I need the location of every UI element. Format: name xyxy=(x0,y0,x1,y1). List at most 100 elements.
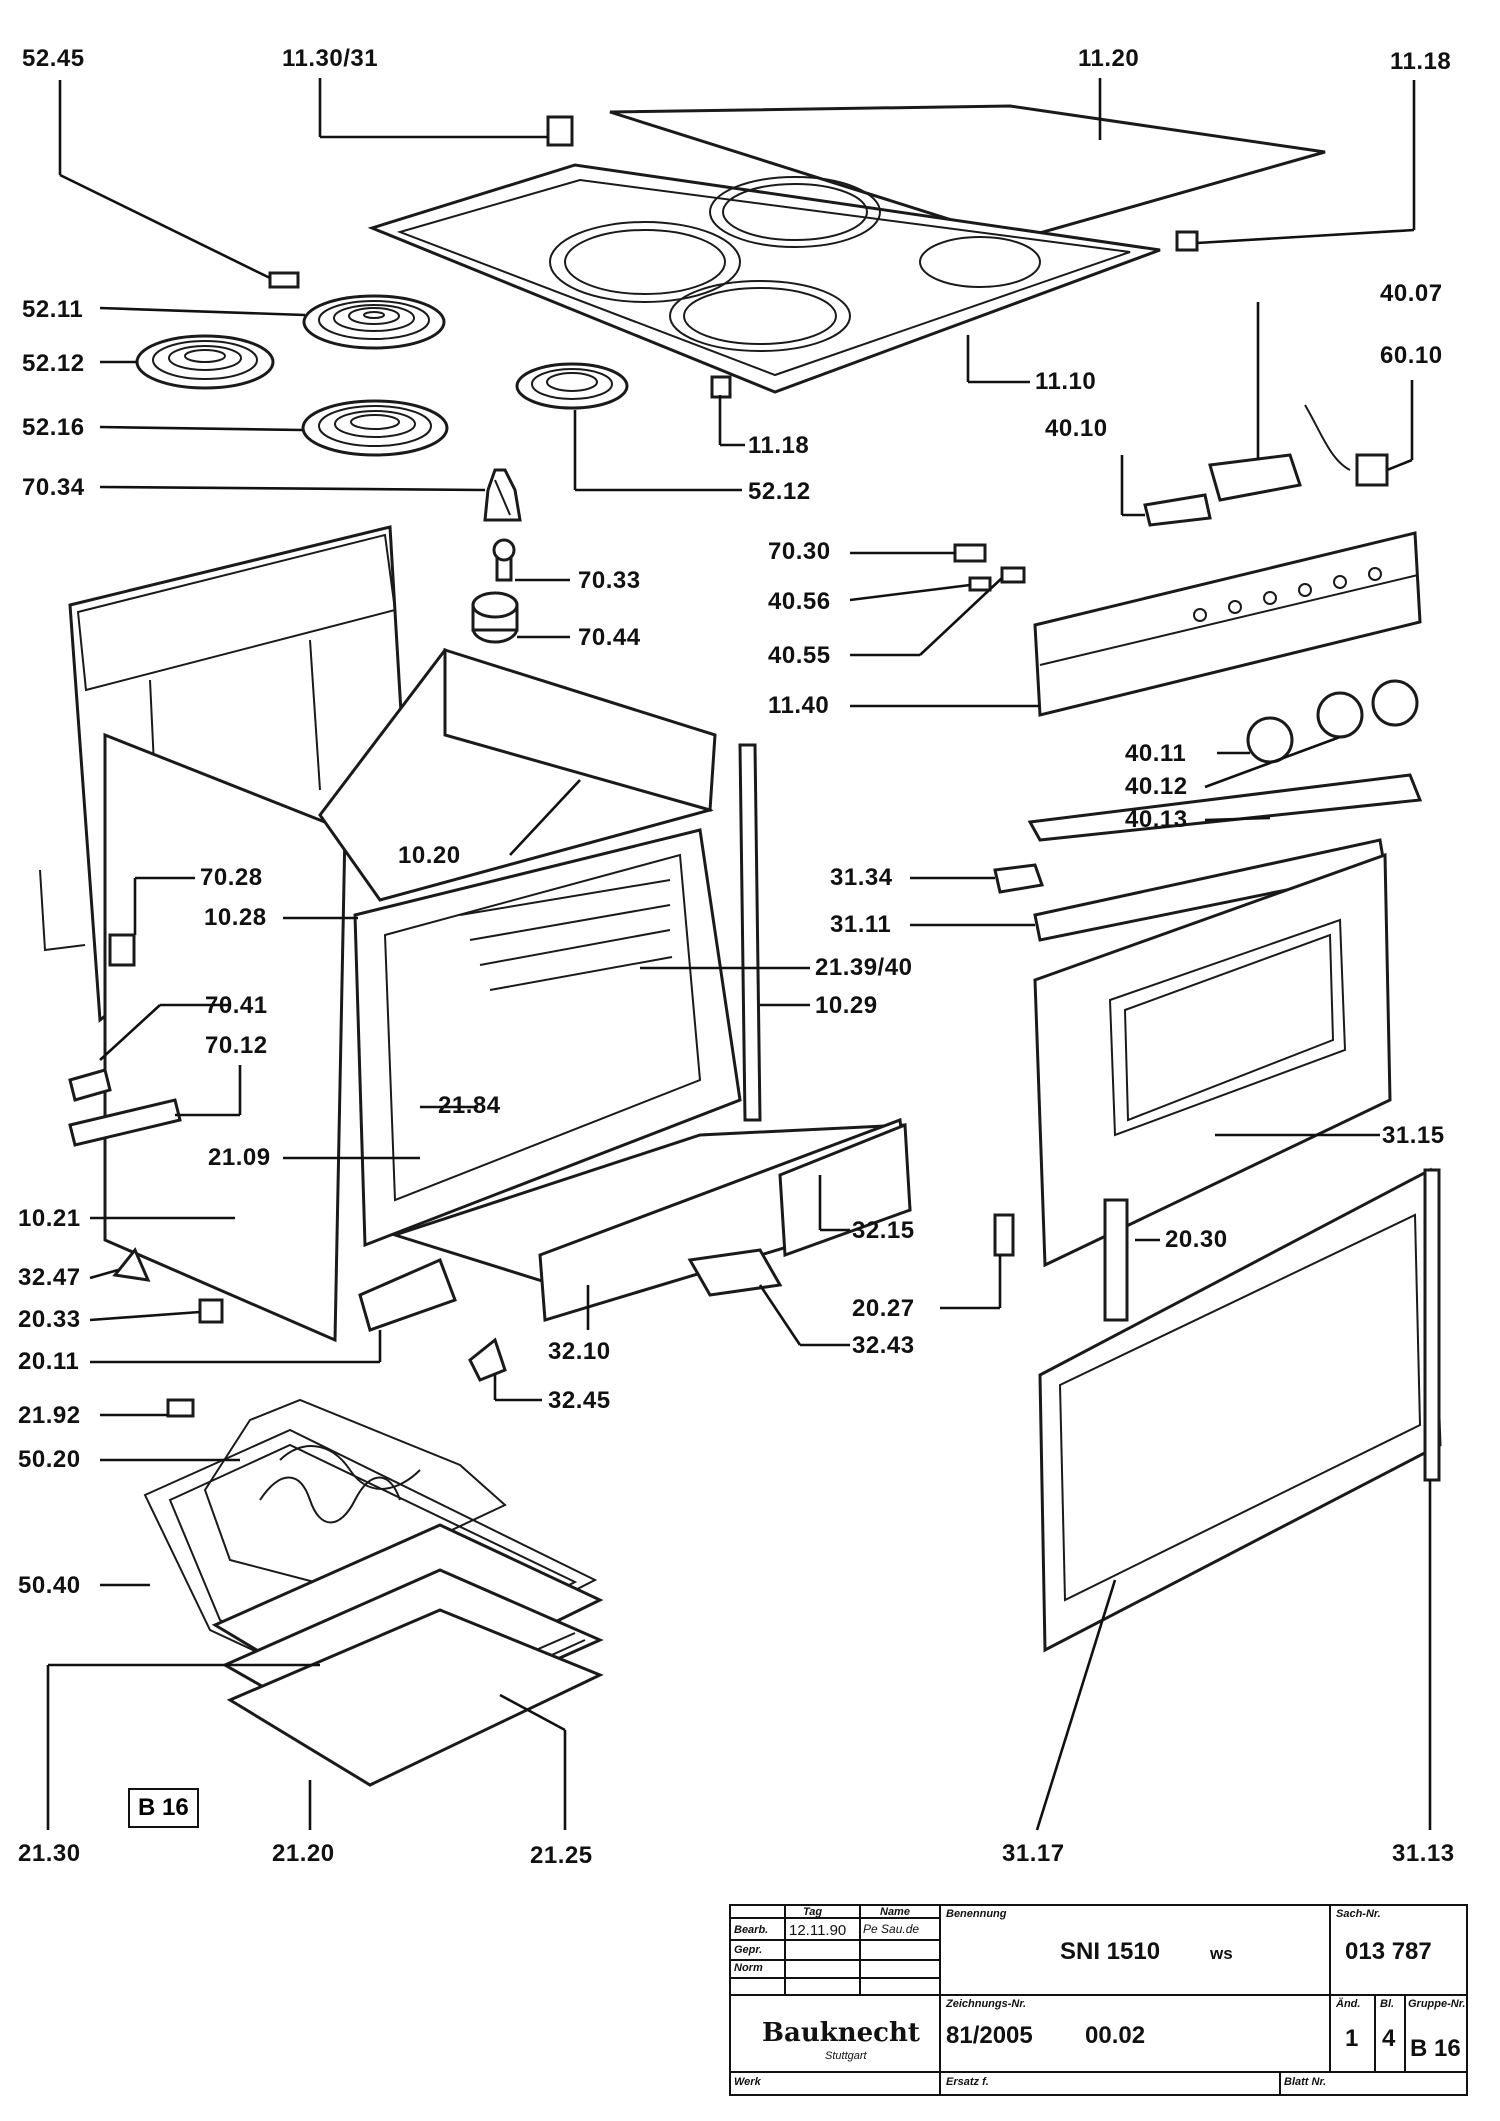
callout-10-29: 10.29 xyxy=(815,992,878,1019)
callout-21-92: 21.92 xyxy=(18,1402,81,1429)
oven-cavity-10-28 xyxy=(353,828,742,1248)
tb-sach-label: Sach-Nr. xyxy=(1336,1908,1381,1920)
tb-row-gepr: Gepr. xyxy=(734,1944,763,1956)
cooktop-frame-11-10 xyxy=(367,163,1161,394)
tb-ersatz-label: Ersatz f. xyxy=(946,2076,989,2088)
hotplate-52-11 xyxy=(302,294,446,350)
tb-model: SNI 1510 xyxy=(1060,1938,1161,1965)
part-21-92 xyxy=(166,1398,195,1418)
hotplate-52-12-left xyxy=(135,334,275,390)
part-32-47 xyxy=(112,1247,151,1282)
callout-11-18-mid: 11.18 xyxy=(748,432,810,459)
seal-31-13 xyxy=(1423,1168,1441,1482)
knob-40-12b xyxy=(1371,679,1419,727)
callout-31-11: 31.11 xyxy=(830,911,892,938)
tb-zeichnung-rev: 00.02 xyxy=(1085,2022,1146,2049)
part-20-33 xyxy=(198,1298,224,1324)
callout-10-28: 10.28 xyxy=(204,904,267,931)
oven-top-10-20 xyxy=(318,647,717,902)
callout-21-09: 21.09 xyxy=(208,1144,271,1171)
callout-21-30: 21.30 xyxy=(18,1840,81,1867)
callout-70-12: 70.12 xyxy=(205,1032,268,1059)
part-32-45 xyxy=(468,1337,507,1382)
callout-52-12-left: 52.12 xyxy=(22,350,85,377)
tb-gruppe-val: B 16 xyxy=(1410,2035,1461,2062)
tb-zeichnung-label: Zeichnungs-Nr. xyxy=(946,1998,1027,2010)
callout-11-20: 11.20 xyxy=(1078,45,1140,72)
control-panel-11-40 xyxy=(1033,531,1422,717)
door-glass-31-17 xyxy=(1038,1167,1442,1653)
callout-70-28: 70.28 xyxy=(200,864,263,891)
callout-40-10: 40.10 xyxy=(1045,415,1108,442)
callout-10-21: 10.21 xyxy=(18,1205,81,1232)
switch-70-41 xyxy=(68,1068,112,1102)
callout-70-34: 70.34 xyxy=(22,474,85,501)
switch-40-07 xyxy=(1208,453,1302,502)
callout-40-55: 40.55 xyxy=(768,642,831,669)
tb-aend-label: Änd. xyxy=(1336,1998,1361,2010)
callout-31-13: 31.13 xyxy=(1392,1840,1455,1867)
clip-52-45 xyxy=(268,271,300,289)
pin-70-33 xyxy=(492,538,516,582)
tb-row-bearb: Bearb. xyxy=(734,1924,769,1936)
tb-date: 12.11.90 xyxy=(789,1922,847,1939)
callout-32-15: 32.15 xyxy=(852,1217,915,1244)
tb-brand-logo: Bauknecht xyxy=(762,2018,920,2048)
tb-zeichnung-nr: 81/2005 xyxy=(946,2022,1033,2049)
callout-11-10: 11.10 xyxy=(1035,368,1097,395)
trim-40-13 xyxy=(1027,773,1423,842)
clip-11-18-mid xyxy=(710,375,732,399)
tb-col-tag: Tag xyxy=(803,1906,823,1918)
tb-aend-val: 1 xyxy=(1345,2025,1359,2052)
callout-31-17: 31.17 xyxy=(1002,1840,1065,1867)
title-block-frame xyxy=(729,1904,1468,2096)
callout-52-45: 52.45 xyxy=(22,45,85,72)
switch-40-10 xyxy=(1143,493,1212,527)
callout-32-45: 32.45 xyxy=(548,1387,611,1414)
callout-52-12-right: 52.12 xyxy=(748,478,811,505)
hinge-20-30 xyxy=(1103,1198,1129,1322)
callout-20-27: 20.27 xyxy=(852,1295,915,1322)
bracket-20-11 xyxy=(358,1257,457,1332)
leader-lines xyxy=(46,78,1432,1831)
callout-70-30: 70.30 xyxy=(768,538,831,565)
tb-benennung-label: Benennung xyxy=(946,1908,1007,1920)
callout-40-07: 40.07 xyxy=(1380,280,1443,307)
part-40-55 xyxy=(1000,566,1026,584)
callout-70-41: 70.41 xyxy=(205,992,268,1019)
hotplate-52-16 xyxy=(301,399,449,457)
callout-11-40: 11.40 xyxy=(768,692,830,719)
callout-50-20: 50.20 xyxy=(18,1446,81,1473)
clip-11-30 xyxy=(546,115,574,147)
lamp-70-30 xyxy=(953,543,987,563)
callout-21-39-40: 21.39/40 xyxy=(815,954,913,981)
callout-10-20: 10.20 xyxy=(398,842,461,869)
thermostat-70-28 xyxy=(39,869,136,967)
glass-cover-11-20 xyxy=(609,104,1326,242)
callout-20-30: 20.30 xyxy=(1165,1226,1228,1253)
knob-40-12 xyxy=(1316,691,1364,739)
callout-40-13: 40.13 xyxy=(1125,806,1188,833)
callout-40-56: 40.56 xyxy=(768,588,831,615)
tb-model-suffix: ws xyxy=(1210,1944,1233,1963)
callout-21-20: 21.20 xyxy=(272,1840,335,1867)
knob-70-34 xyxy=(483,468,522,522)
knob-70-44 xyxy=(471,591,519,644)
tb-blatt-label: Blatt Nr. xyxy=(1284,2076,1327,2088)
bracket-32-43 xyxy=(687,1248,783,1297)
callout-70-33: 70.33 xyxy=(578,567,641,594)
baking-tray-21-20 xyxy=(226,1608,604,1787)
callout-70-44: 70.44 xyxy=(578,624,641,651)
callout-20-11: 20.11 xyxy=(18,1348,80,1375)
tb-gruppe-label: Gruppe-Nr. xyxy=(1408,1998,1466,2010)
callout-32-10: 32.10 xyxy=(548,1338,611,1365)
callout-52-11: 52.11 xyxy=(22,296,84,323)
tb-blatt-of-val: 4 xyxy=(1382,2025,1396,2052)
knob-40-11 xyxy=(1246,716,1294,764)
tb-name: Pe Sau.de xyxy=(863,1922,920,1936)
callout-31-15: 31.15 xyxy=(1382,1122,1445,1149)
tb-col-name: Name xyxy=(880,1906,910,1918)
callout-40-11: 40.11 xyxy=(1125,740,1187,767)
callout-31-34: 31.34 xyxy=(830,864,893,891)
